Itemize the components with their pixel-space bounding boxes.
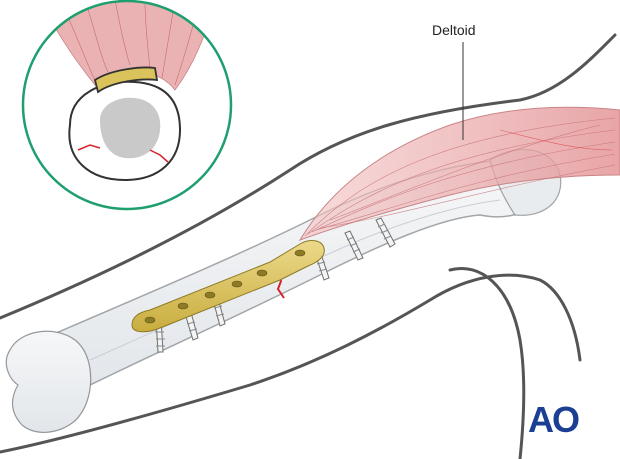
humerus-shaft bbox=[36, 159, 542, 394]
deltoid-annotation: Deltoid bbox=[432, 22, 476, 140]
forearm-contour bbox=[448, 267, 526, 459]
bone-plate bbox=[131, 240, 325, 333]
plate-holes bbox=[144, 249, 306, 324]
inset-border bbox=[21, 0, 233, 211]
inset-fracture-right bbox=[149, 149, 169, 163]
humerus-distal-end bbox=[5, 330, 92, 434]
arm-outline bbox=[0, 33, 617, 459]
cross-section-inset bbox=[21, 0, 233, 211]
inset-fracture-left bbox=[77, 144, 101, 151]
screw-6 bbox=[375, 217, 396, 248]
arm-lower-contour bbox=[0, 273, 582, 454]
ao-logo-icon: AO bbox=[528, 399, 581, 440]
inset-bone-canal bbox=[100, 97, 161, 159]
cross-section-icon bbox=[39, 1, 216, 182]
screw-5 bbox=[344, 230, 364, 261]
ao-logo-text: AO bbox=[528, 399, 579, 440]
deltoid-fibers bbox=[304, 117, 616, 237]
inset-plate bbox=[93, 66, 159, 94]
arm-upper-contour bbox=[0, 33, 617, 320]
plate-body bbox=[131, 240, 325, 333]
deltoid-muscle bbox=[298, 106, 620, 241]
deltoid-label: Deltoid bbox=[432, 22, 476, 38]
bone-medullary-line bbox=[89, 199, 501, 361]
